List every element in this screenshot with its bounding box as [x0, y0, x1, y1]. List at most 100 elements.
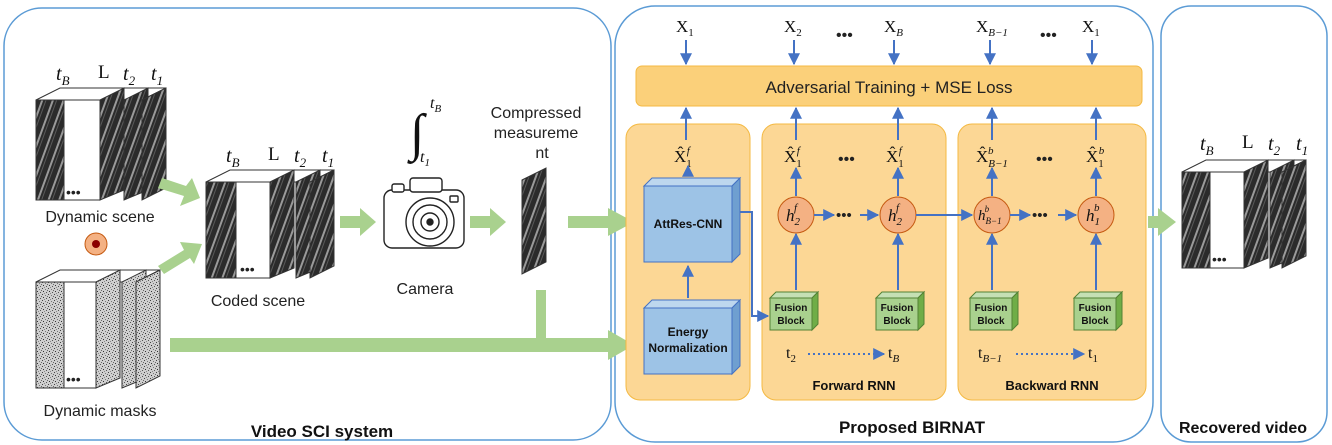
hidden-state-backward-1: hB−1b	[973, 196, 1011, 234]
camera-icon	[383, 177, 465, 249]
compressed-label-line3: nt	[535, 145, 549, 162]
cnn-output-label: X̂1f	[674, 145, 692, 170]
forward-rnn-panel	[761, 123, 947, 401]
camera-label: Camera	[397, 281, 454, 298]
coded-label-tB: tB	[226, 145, 240, 170]
loss-label: Adversarial Training + MSE Loss	[765, 78, 1012, 97]
dynamic-scene-label: Dynamic scene	[45, 209, 154, 226]
forward-output-dots: •••	[838, 151, 855, 168]
forward-time-start: t2	[786, 345, 796, 365]
hidden-state-forward-1: h2f	[777, 196, 815, 234]
fusion-label-3b: Block	[977, 316, 1005, 327]
energy-normalization-block: Energy Normalization	[642, 298, 742, 376]
gt-output-2: X2	[784, 17, 802, 39]
hidden-forward-1-label: h2f	[786, 202, 801, 228]
recovered-label-t2: t2	[1268, 133, 1281, 158]
gt-dots-1: •••	[836, 27, 853, 44]
compressed-label-line1: Compressed	[491, 105, 582, 122]
fusion-block-backward-1: Fusion Block	[968, 290, 1020, 332]
backward-output-2: X̂1b	[1086, 145, 1105, 170]
forward-output-2: X̂1f	[886, 145, 904, 170]
measurement-feed-line	[536, 290, 546, 338]
integral-lower: t1	[420, 149, 430, 169]
forward-state-dots: •••	[836, 207, 852, 224]
hidden-backward-1-label: hB−1b	[978, 204, 1002, 226]
fusion-label-1b: Block	[777, 316, 805, 327]
frame-label-t1: t1	[151, 63, 163, 88]
frame-label-tB: tB	[56, 63, 70, 88]
fusion-block-forward-1: Fusion Block	[768, 290, 820, 332]
coded-to-camera-arrow	[340, 208, 376, 236]
hidden-state-forward-2: h2f	[879, 196, 917, 234]
frame-label-t2: t2	[123, 63, 136, 88]
ground-truth-row: X1 X2 ••• XB XB−1 ••• X1	[676, 17, 1100, 44]
integral-symbol: ∫ tB t1	[407, 95, 441, 169]
gt-output-B-1: XB−1	[976, 17, 1008, 39]
coded-label-t1: t1	[322, 145, 334, 170]
fusion-label-3a: Fusion	[975, 303, 1008, 314]
forward-time-end: tB	[888, 345, 899, 365]
output-to-loss-arrows	[680, 106, 1102, 140]
backward-state-dots: •••	[1032, 207, 1048, 224]
compressed-label-line2: measureme	[494, 125, 579, 142]
attres-cnn-label: AttRes-CNN	[654, 217, 723, 231]
coded-scene-label: Coded scene	[211, 293, 305, 310]
sci-panel-title: Video SCI system	[251, 422, 393, 441]
fusion-block-forward-2: Fusion Block	[874, 290, 926, 332]
hidden-backward-2-label: h1b	[1086, 202, 1100, 228]
cnn-internal-arrows	[682, 164, 770, 322]
integral-upper: tB	[430, 95, 441, 115]
fusion-label-2a: Fusion	[881, 303, 914, 314]
dynamic-scene-stack: tB L t2 t1 •••	[35, 62, 167, 201]
dynamic-masks-stack: •••	[35, 269, 161, 389]
birnat-panel-title: Proposed BIRNAT	[839, 418, 986, 437]
coded-scene-dots: •••	[240, 261, 255, 277]
birnat-to-recovered-arrow	[1148, 208, 1176, 236]
gt-arrows	[680, 40, 1098, 66]
rnn-vertical-arrows	[790, 166, 1102, 290]
elementwise-product-icon	[84, 232, 108, 256]
hidden-forward-2-label: h2f	[888, 202, 903, 228]
mask-to-coded-arrow	[158, 242, 202, 274]
gt-output-last: X1	[1082, 17, 1100, 39]
recovered-label-tB: tB	[1200, 133, 1214, 158]
backward-rnn-panel	[957, 123, 1147, 401]
recovered-panel-title: Recovered video	[1179, 420, 1307, 437]
recovered-label-L: L	[1242, 132, 1254, 153]
scene-to-coded-arrow	[158, 178, 200, 206]
loss-bar	[635, 65, 1143, 107]
backward-time-start: tB−1	[978, 345, 1002, 365]
measurement-to-birnat-arrow	[568, 208, 634, 236]
dynamic-masks-label: Dynamic masks	[44, 403, 157, 420]
coded-label-L: L	[268, 144, 280, 165]
gt-output-B: XB	[884, 17, 903, 39]
dynamic-scene-dots: •••	[66, 184, 81, 200]
fusion-block-backward-2: Fusion Block	[1072, 290, 1124, 332]
fusion-label-1a: Fusion	[775, 303, 808, 314]
backward-rnn-label: Backward RNN	[1005, 378, 1098, 393]
forward-output-1: X̂1f	[784, 145, 802, 170]
frame-label-L: L	[98, 62, 110, 83]
recovered-dots: •••	[1212, 251, 1227, 267]
coded-label-t2: t2	[294, 145, 307, 170]
dynamic-masks-dots: •••	[66, 371, 81, 387]
fusion-label-4b: Block	[1081, 316, 1109, 327]
energy-norm-label-2: Normalization	[648, 341, 727, 355]
mask-to-birnat-arrow	[170, 330, 634, 360]
energy-norm-label-1: Energy	[668, 325, 709, 339]
integral-sign: ∫	[407, 105, 427, 164]
backward-time-end: t1	[1088, 345, 1098, 365]
recovered-label-t1: t1	[1296, 133, 1308, 158]
backward-output-dots: •••	[1036, 151, 1053, 168]
compressed-measurement-image	[521, 167, 547, 275]
gt-output-1: X1	[676, 17, 694, 39]
coded-scene-stack: tB L t2 t1 •••	[205, 144, 335, 279]
gt-dots-2: •••	[1040, 27, 1057, 44]
camera-to-measurement-arrow	[470, 208, 506, 236]
attres-cnn-block: AttRes-CNN	[642, 176, 742, 264]
fusion-label-4a: Fusion	[1079, 303, 1112, 314]
fusion-label-2b: Block	[883, 316, 911, 327]
forward-rnn-label: Forward RNN	[812, 378, 895, 393]
recovered-video-stack: tB L t2 t1 •••	[1181, 132, 1308, 269]
